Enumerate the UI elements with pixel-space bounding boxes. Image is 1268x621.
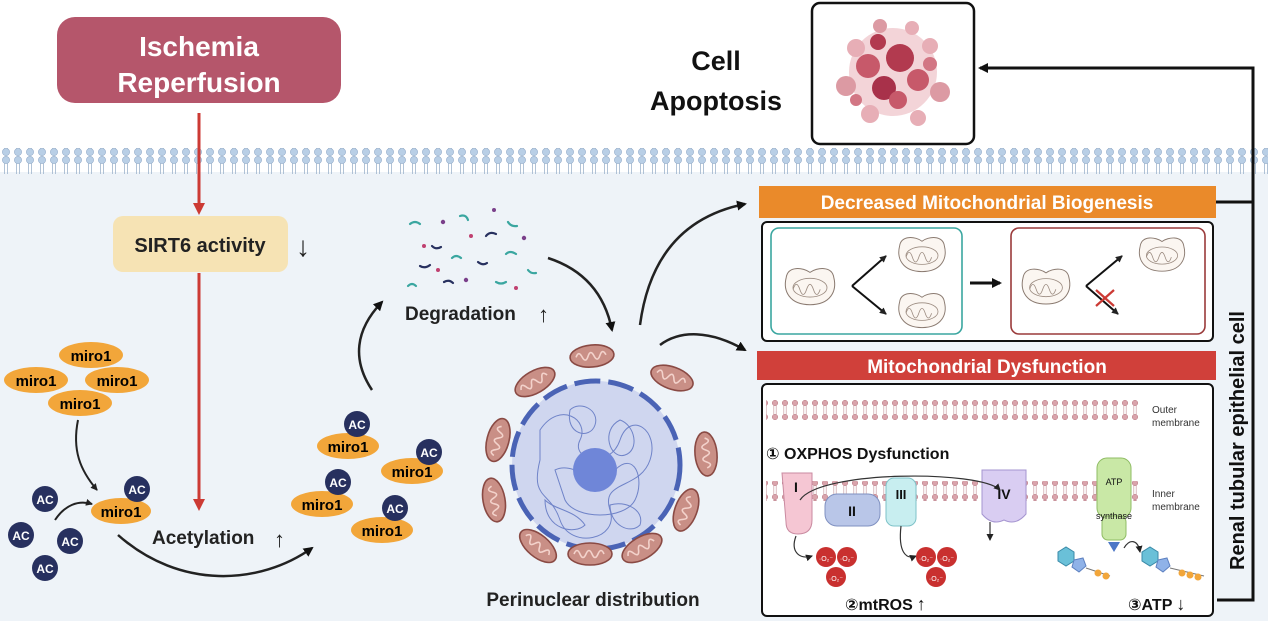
svg-text:miro1: miro1 bbox=[101, 504, 142, 521]
svg-text:III: III bbox=[896, 487, 907, 502]
oxphos-label: ① OXPHOS Dysfunction bbox=[766, 446, 949, 463]
biogenesis-banner bbox=[759, 186, 1216, 218]
svg-text:AC: AC bbox=[128, 483, 146, 497]
svg-text:·O₂⁻: ·O₂⁻ bbox=[840, 556, 854, 563]
cell-apoptosis-line2: Apoptosis bbox=[650, 86, 782, 116]
acetylated-miro1: miro1 AC bbox=[91, 476, 151, 524]
svg-text:miro1: miro1 bbox=[302, 497, 343, 514]
svg-text:·O₂⁻: ·O₂⁻ bbox=[919, 556, 933, 563]
inner-membrane bbox=[766, 481, 1142, 501]
svg-text:synthase: synthase bbox=[1096, 511, 1132, 521]
outer-membrane-label-2: membrane bbox=[1152, 418, 1200, 429]
svg-text:·O₂⁻: ·O₂⁻ bbox=[929, 576, 943, 583]
svg-text:IV: IV bbox=[997, 486, 1011, 502]
ischemia-label: Ischemia bbox=[139, 31, 259, 62]
atp-label: ③ATP↓ bbox=[1128, 594, 1185, 614]
svg-text:AC: AC bbox=[12, 529, 30, 543]
biogenesis-title: Decreased Mitochondrial Biogenesis bbox=[821, 193, 1154, 214]
svg-text:miro1: miro1 bbox=[16, 373, 57, 390]
svg-text:·O₂⁻: ·O₂⁻ bbox=[819, 556, 833, 563]
perinuclear-label: Perinuclear distribution bbox=[486, 590, 699, 611]
electron-flow-arrow bbox=[799, 475, 1001, 501]
atp-synthase: ATP synthase bbox=[1096, 457, 1132, 552]
arrow-icon bbox=[1085, 255, 1123, 287]
svg-text:AC: AC bbox=[36, 493, 54, 507]
dysfunction-banner bbox=[757, 351, 1216, 380]
arrow-icon bbox=[659, 333, 747, 352]
svg-text:AC: AC bbox=[61, 535, 79, 549]
apoptosis-arrow-icon bbox=[978, 63, 1255, 602]
mitochondrion-icon bbox=[1021, 268, 1071, 305]
ischemia-reperfusion-box bbox=[57, 17, 341, 103]
outer-membrane bbox=[766, 400, 1142, 420]
mitochondrion-icon bbox=[784, 267, 836, 306]
svg-text:AC: AC bbox=[420, 446, 438, 460]
complex-ii: II bbox=[824, 493, 881, 527]
sirt6-label: SIRT6 activity bbox=[134, 235, 266, 257]
outer-membrane-label: Outer bbox=[1152, 405, 1178, 416]
svg-text:II: II bbox=[848, 503, 856, 519]
acetylation-increase-arrow: ↑ bbox=[274, 527, 285, 552]
acetylation-arrow-icon bbox=[117, 534, 314, 578]
complex-iii: III bbox=[885, 477, 917, 527]
cell-membrane bbox=[0, 148, 1268, 174]
svg-text:miro1: miro1 bbox=[60, 396, 101, 413]
perinuclear-cluster bbox=[478, 342, 720, 570]
electron-flow-arrow bbox=[793, 535, 813, 562]
cell-apoptosis-line1: Cell bbox=[691, 46, 741, 76]
apoptotic-cell-icon bbox=[836, 19, 950, 126]
reperfusion-label: Reperfusion bbox=[117, 67, 280, 98]
ros-icon: ·O₂⁻ ·O₂⁻ ·O₂⁻ bbox=[816, 547, 857, 587]
degradation-increase-arrow: ↑ bbox=[538, 302, 549, 327]
adp-icon bbox=[1057, 546, 1111, 580]
svg-text:miro1: miro1 bbox=[97, 373, 138, 390]
atp-molecule-icon bbox=[1141, 546, 1205, 581]
arrow-icon bbox=[851, 285, 887, 315]
cross-icon bbox=[1095, 289, 1115, 307]
inner-membrane-label-2: membrane bbox=[1152, 502, 1200, 513]
inner-membrane-label: Inner bbox=[1152, 489, 1175, 500]
arrow-icon bbox=[75, 419, 98, 491]
degradation-label: Degradation bbox=[405, 304, 516, 325]
miro1-cluster: miro1 miro1 miro1 miro1 bbox=[4, 342, 149, 416]
acetylated-miro1-group: miro1 AC miro1 AC miro1 AC miro1 AC bbox=[291, 411, 443, 543]
svg-text:AC: AC bbox=[386, 502, 404, 516]
arrow-icon bbox=[54, 498, 93, 521]
svg-text:ATP: ATP bbox=[1106, 477, 1123, 487]
arrow-icon bbox=[851, 255, 887, 287]
degradation-fragments bbox=[406, 214, 538, 288]
mtros-label: ②mtROS↑ bbox=[845, 594, 926, 614]
svg-text:·O₂⁻: ·O₂⁻ bbox=[940, 556, 954, 563]
svg-text:miro1: miro1 bbox=[328, 439, 369, 456]
ac-molecules: AC AC AC AC bbox=[8, 486, 83, 581]
ros-icon: ·O₂⁻ ·O₂⁻ ·O₂⁻ bbox=[916, 547, 957, 587]
electron-flow-arrow bbox=[899, 525, 917, 562]
arrow-icon bbox=[547, 256, 616, 332]
svg-text:miro1: miro1 bbox=[392, 464, 433, 481]
svg-text:AC: AC bbox=[329, 476, 347, 490]
svg-text:AC: AC bbox=[348, 418, 366, 432]
arrow-icon bbox=[638, 200, 747, 326]
sirt6-decrease-arrow: ↓ bbox=[296, 231, 310, 262]
acetylation-label: Acetylation bbox=[152, 528, 254, 549]
mitochondrion-icon bbox=[898, 237, 946, 273]
mitochondrion-icon bbox=[898, 293, 946, 329]
sirt6-box bbox=[113, 216, 288, 272]
arrow-icon bbox=[357, 300, 384, 391]
svg-text:AC: AC bbox=[36, 562, 54, 576]
svg-text:miro1: miro1 bbox=[362, 523, 403, 540]
complex-i: I bbox=[781, 472, 813, 535]
cell-type-label: Renal tubular epithelial cell bbox=[1227, 311, 1249, 570]
svg-text:·O₂⁻: ·O₂⁻ bbox=[829, 576, 843, 583]
degradation-dots bbox=[422, 208, 527, 290]
svg-text:I: I bbox=[794, 479, 798, 495]
complex-iv: IV bbox=[981, 469, 1027, 523]
dysfunction-title: Mitochondrial Dysfunction bbox=[867, 357, 1107, 378]
arrow-icon bbox=[1123, 541, 1143, 553]
svg-text:miro1: miro1 bbox=[71, 348, 112, 365]
mitochondrion-icon bbox=[1138, 237, 1186, 272]
